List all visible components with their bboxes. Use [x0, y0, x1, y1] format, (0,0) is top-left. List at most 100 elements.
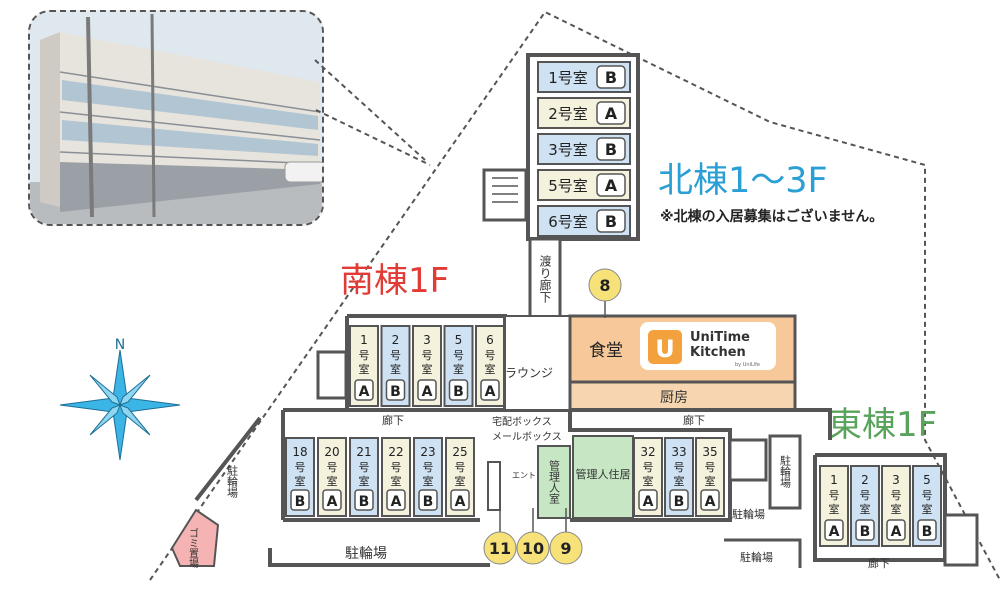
mail-box-label: メールボックス — [492, 431, 562, 443]
svg-text:号: 号 — [674, 461, 685, 474]
svg-text:A: A — [605, 176, 618, 195]
svg-text:UniTime: UniTime — [690, 330, 750, 345]
marker-11: 11 — [483, 508, 517, 565]
garbage-area: ゴミ置場 — [170, 508, 220, 569]
svg-text:室: 室 — [453, 362, 464, 376]
svg-text:室: 室 — [359, 362, 370, 376]
svg-text:1: 1 — [360, 333, 368, 347]
svg-text:8: 8 — [599, 276, 610, 295]
svg-text:号: 号 — [643, 461, 654, 474]
svg-text:2号室: 2号室 — [548, 105, 588, 123]
svg-text:B: B — [359, 494, 370, 510]
svg-text:6号室: 6号室 — [548, 213, 588, 231]
svg-text:A: A — [327, 494, 338, 510]
svg-text:室: 室 — [922, 502, 933, 516]
site-boundary — [149, 10, 1000, 581]
svg-text:号: 号 — [705, 461, 716, 474]
svg-text:A: A — [455, 494, 466, 510]
manager-residence-label: 管理人住居 — [576, 467, 631, 481]
svg-text:A: A — [359, 384, 370, 400]
middle-room-32: 32 号室A — [633, 437, 663, 517]
marker-8: 8 — [588, 268, 622, 318]
entrance-label: エントランス — [512, 471, 560, 480]
svg-text:5号室: 5号室 — [548, 177, 588, 195]
compass-icon: N — [59, 337, 181, 461]
svg-text:A: A — [422, 384, 433, 400]
svg-text:号: 号 — [359, 349, 370, 362]
svg-text:室: 室 — [891, 502, 902, 516]
north-room-2: 2号室 A — [537, 97, 631, 129]
svg-text:11: 11 — [489, 539, 511, 558]
svg-text:室: 室 — [643, 474, 654, 488]
svg-text:2: 2 — [392, 333, 400, 347]
north-building-title: 北棟1〜3F — [658, 161, 828, 201]
south-top-room-1: 1 号室A — [349, 325, 379, 407]
bicycle-label-4: 駐輪場 — [732, 507, 765, 521]
marker-10: 10 — [516, 508, 550, 565]
svg-text:23: 23 — [420, 445, 435, 459]
east-building-title: 東棟1F — [828, 405, 937, 445]
svg-text:号: 号 — [891, 489, 902, 502]
svg-text:号: 号 — [485, 349, 496, 362]
svg-text:2: 2 — [861, 473, 869, 487]
svg-text:号: 号 — [295, 461, 306, 474]
east-corridor-label: 廊下 — [868, 556, 890, 570]
lounge-label: ラウンジ — [505, 366, 553, 380]
svg-text:室: 室 — [422, 362, 433, 376]
svg-text:5: 5 — [455, 333, 463, 347]
svg-text:室: 室 — [829, 502, 840, 516]
svg-text:A: A — [391, 494, 402, 510]
svg-text:室: 室 — [327, 474, 338, 488]
svg-text:B: B — [390, 384, 401, 400]
south-bottom-room-18: 18 号室B — [285, 437, 315, 517]
svg-text:B: B — [423, 494, 434, 510]
svg-text:号: 号 — [422, 349, 433, 362]
svg-text:号: 号 — [423, 461, 434, 474]
bicycle-label-1: 駐輪場 — [345, 545, 387, 562]
svg-text:32: 32 — [640, 445, 655, 459]
svg-text:A: A — [891, 524, 902, 540]
svg-text:A: A — [705, 494, 716, 510]
svg-text:18: 18 — [292, 445, 307, 459]
svg-text:10: 10 — [522, 539, 544, 558]
svg-text:室: 室 — [860, 502, 871, 516]
svg-text:室: 室 — [485, 362, 496, 376]
svg-text:3号室: 3号室 — [548, 141, 588, 159]
svg-text:号: 号 — [391, 461, 402, 474]
svg-text:B: B — [295, 494, 306, 510]
svg-text:号: 号 — [455, 461, 466, 474]
north-room-4: 5号室 A — [537, 169, 631, 201]
svg-text:B: B — [605, 140, 617, 159]
svg-text:1: 1 — [830, 473, 838, 487]
svg-text:A: A — [643, 494, 654, 510]
svg-text:室: 室 — [359, 474, 370, 488]
bicycle-label-5: 駐輪場 — [740, 550, 773, 564]
svg-text:21: 21 — [356, 445, 371, 459]
svg-text:B: B — [605, 68, 617, 87]
north-building-note: ※北棟の入居募集はございません。 — [660, 208, 883, 225]
svg-text:室: 室 — [390, 362, 401, 376]
svg-text:5: 5 — [923, 473, 931, 487]
south-corridor-label: 廊下 — [382, 413, 404, 427]
svg-text:号: 号 — [327, 461, 338, 474]
svg-text:6: 6 — [486, 333, 494, 347]
svg-text:A: A — [605, 104, 618, 123]
svg-text:号: 号 — [359, 461, 370, 474]
svg-text:室: 室 — [295, 474, 306, 488]
svg-text:室: 室 — [455, 474, 466, 488]
